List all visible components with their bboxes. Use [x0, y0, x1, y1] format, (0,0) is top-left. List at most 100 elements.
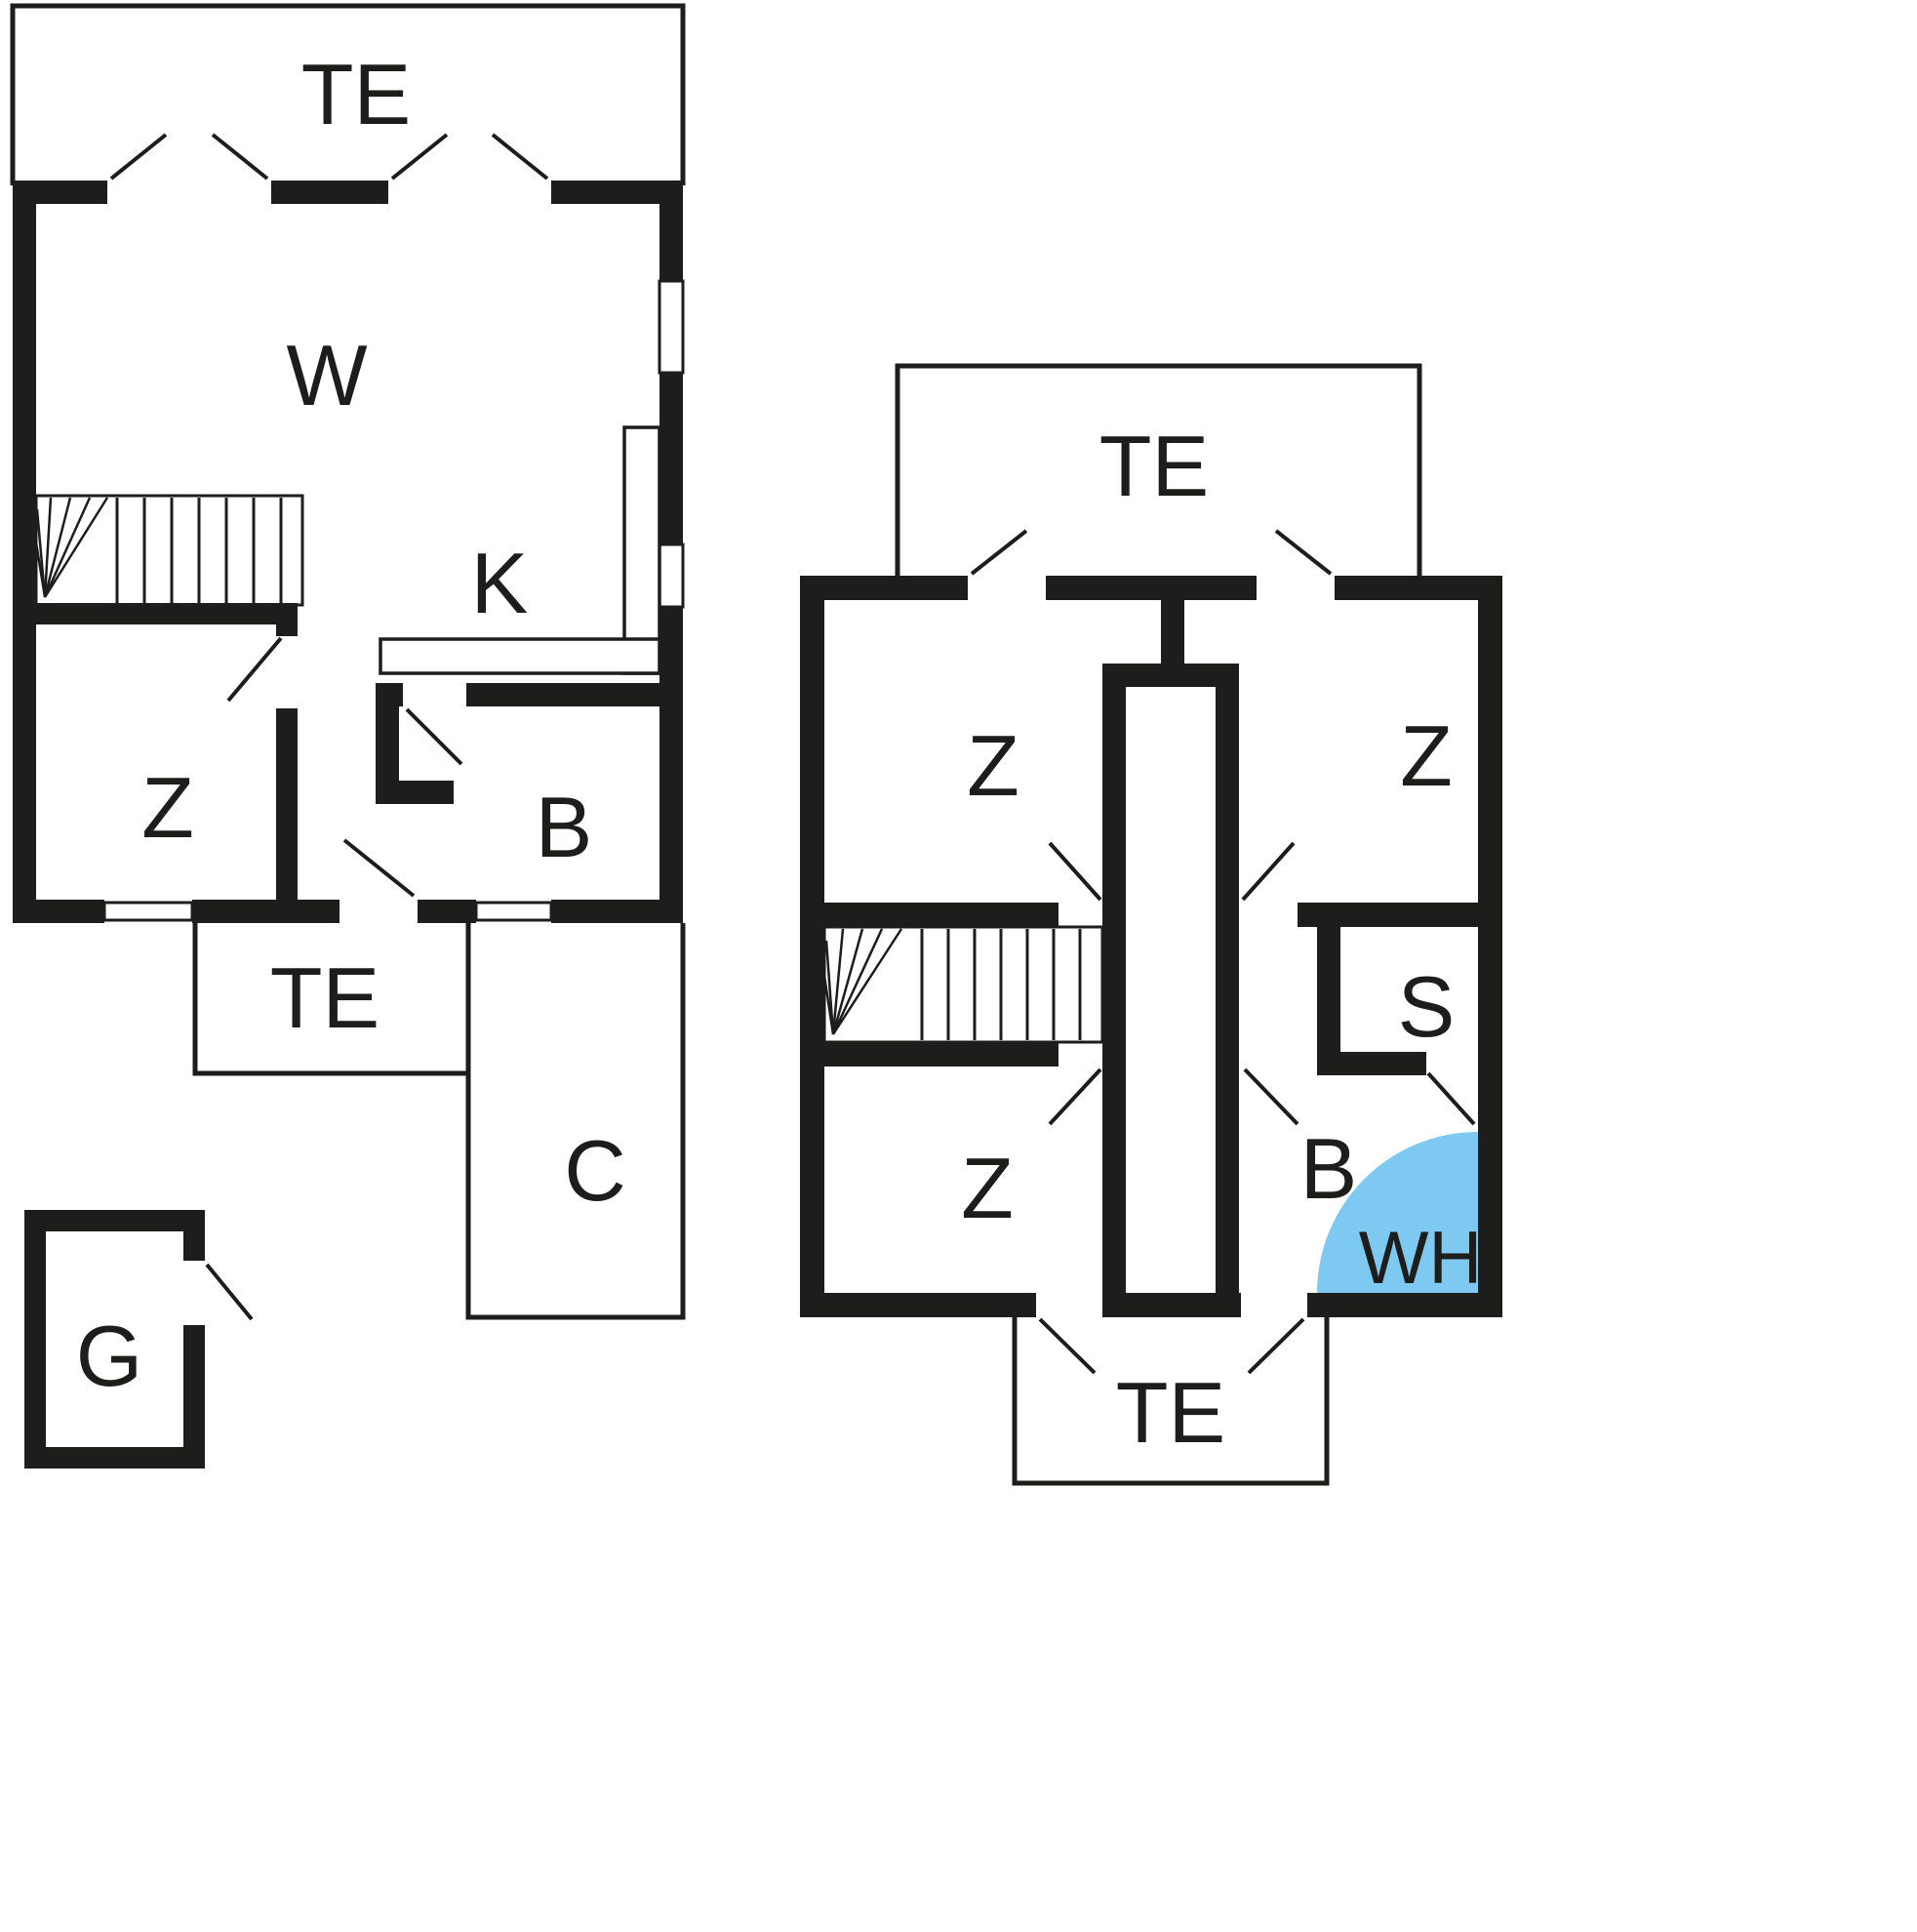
door-swings-upper	[970, 529, 1476, 1375]
winder-line	[831, 928, 903, 1035]
stair-winders	[822, 928, 903, 1035]
carport-outline	[465, 923, 686, 1320]
wall-segment	[466, 683, 659, 706]
window	[658, 279, 685, 375]
door-swings-ground	[109, 133, 549, 898]
door-swing	[491, 133, 549, 181]
wall-segment	[824, 1042, 1058, 1067]
room-label-carport: C	[564, 1122, 626, 1219]
room-label-shed: G	[76, 1308, 142, 1404]
door-swing	[226, 636, 283, 703]
winder-line	[43, 497, 72, 598]
door-opening	[183, 1261, 205, 1325]
wall-segment	[376, 781, 454, 804]
upper-floor-plan: TE Z Z S Z B WH TE	[800, 363, 1502, 1486]
wall-segment	[659, 181, 683, 281]
room-label-terrace-north: TE	[1099, 418, 1209, 514]
room-label-storage: S	[1398, 958, 1456, 1055]
staircase-ground	[34, 494, 304, 607]
stair-outline	[34, 494, 304, 607]
door-swing	[211, 133, 269, 181]
shed-door-swing	[205, 1263, 254, 1321]
wall-segment	[192, 900, 339, 923]
terrace-north-outline	[10, 3, 686, 185]
winder-line	[824, 940, 835, 1035]
winder-line	[43, 497, 109, 598]
terrace-south-outline	[1012, 1317, 1330, 1486]
wall-segment	[1046, 576, 1257, 600]
exterior-walls-upper	[800, 576, 1502, 1317]
room-label-whirlpool: WH	[1359, 1217, 1483, 1300]
wall-segment	[1298, 903, 1478, 927]
interior-walls-ground	[36, 603, 659, 900]
wall-segment	[1317, 1052, 1426, 1075]
wall-segment	[800, 1293, 1036, 1317]
stair-treads	[920, 929, 1082, 1040]
room-label-terrace-south: TE	[1116, 1364, 1225, 1461]
stair-treads	[115, 498, 283, 603]
wall-segment	[271, 181, 388, 204]
winder-line	[35, 508, 47, 598]
staircase-upper	[822, 925, 1104, 1044]
wall-segment	[13, 900, 104, 923]
door-swing	[405, 707, 463, 766]
outbuilding-shed	[24, 1210, 254, 1469]
room-label-terrace-north: TE	[301, 46, 411, 142]
door-swing	[109, 133, 168, 181]
room-label-kitchen: K	[471, 535, 529, 631]
counter-segment	[622, 425, 661, 675]
wall-segment	[800, 576, 968, 600]
door-swing	[390, 133, 449, 181]
ground-floor-plan: TE W K Z B TE C G	[10, 3, 686, 1469]
terrace-north-outline	[895, 363, 1422, 576]
wall-segment	[1307, 1293, 1502, 1317]
room-label-living-room: W	[286, 327, 367, 423]
stairwell-void	[1126, 687, 1216, 1293]
wall-segment	[36, 603, 298, 624]
window	[102, 901, 194, 922]
wall-segment	[824, 903, 1058, 927]
room-label-bathroom: B	[536, 779, 593, 875]
wall-segment	[276, 708, 298, 900]
room-label-bathroom: B	[1300, 1120, 1358, 1217]
room-label-terrace-south: TE	[270, 949, 379, 1046]
stair-winders	[34, 497, 109, 598]
winder-line	[43, 497, 53, 598]
winder-line	[831, 928, 845, 1035]
room-label-bedroom-northwest: Z	[967, 717, 1019, 814]
wall-segment	[1317, 927, 1340, 1075]
window	[658, 543, 685, 609]
winder-line	[43, 497, 92, 598]
wall-segment	[659, 373, 683, 544]
room-label-bedroom-northeast: Z	[1400, 707, 1453, 804]
wall-segment	[659, 607, 683, 923]
door-swing	[1048, 1067, 1102, 1126]
room-label-bedroom-southwest: Z	[961, 1140, 1014, 1236]
door-swing	[1426, 1071, 1476, 1126]
counter-segment	[379, 637, 661, 675]
wall-segment	[551, 900, 683, 923]
door-swing	[1247, 1317, 1305, 1375]
wall-segment	[1161, 600, 1184, 668]
exterior-walls-ground	[13, 181, 683, 923]
whirlpool-tub	[1317, 1132, 1478, 1293]
kitchen-counter	[379, 425, 661, 675]
room-label-bedroom: Z	[141, 759, 194, 856]
winder-line	[831, 928, 884, 1035]
door-swing	[1243, 1067, 1299, 1126]
wall-segment	[418, 900, 476, 923]
wall-segment	[800, 576, 824, 1317]
shed-interior	[46, 1231, 183, 1447]
door-to-carport	[474, 901, 553, 922]
door-swing	[970, 529, 1028, 576]
wall-segment	[1335, 576, 1502, 600]
wall-segment	[1102, 1293, 1241, 1317]
door-swing	[1274, 529, 1333, 576]
wall-segment	[1478, 576, 1502, 1317]
winder-line	[831, 928, 864, 1035]
door-swing	[342, 838, 416, 898]
door-swing	[1048, 841, 1102, 902]
door-swing	[205, 1263, 254, 1321]
door-swing	[1038, 1317, 1097, 1375]
